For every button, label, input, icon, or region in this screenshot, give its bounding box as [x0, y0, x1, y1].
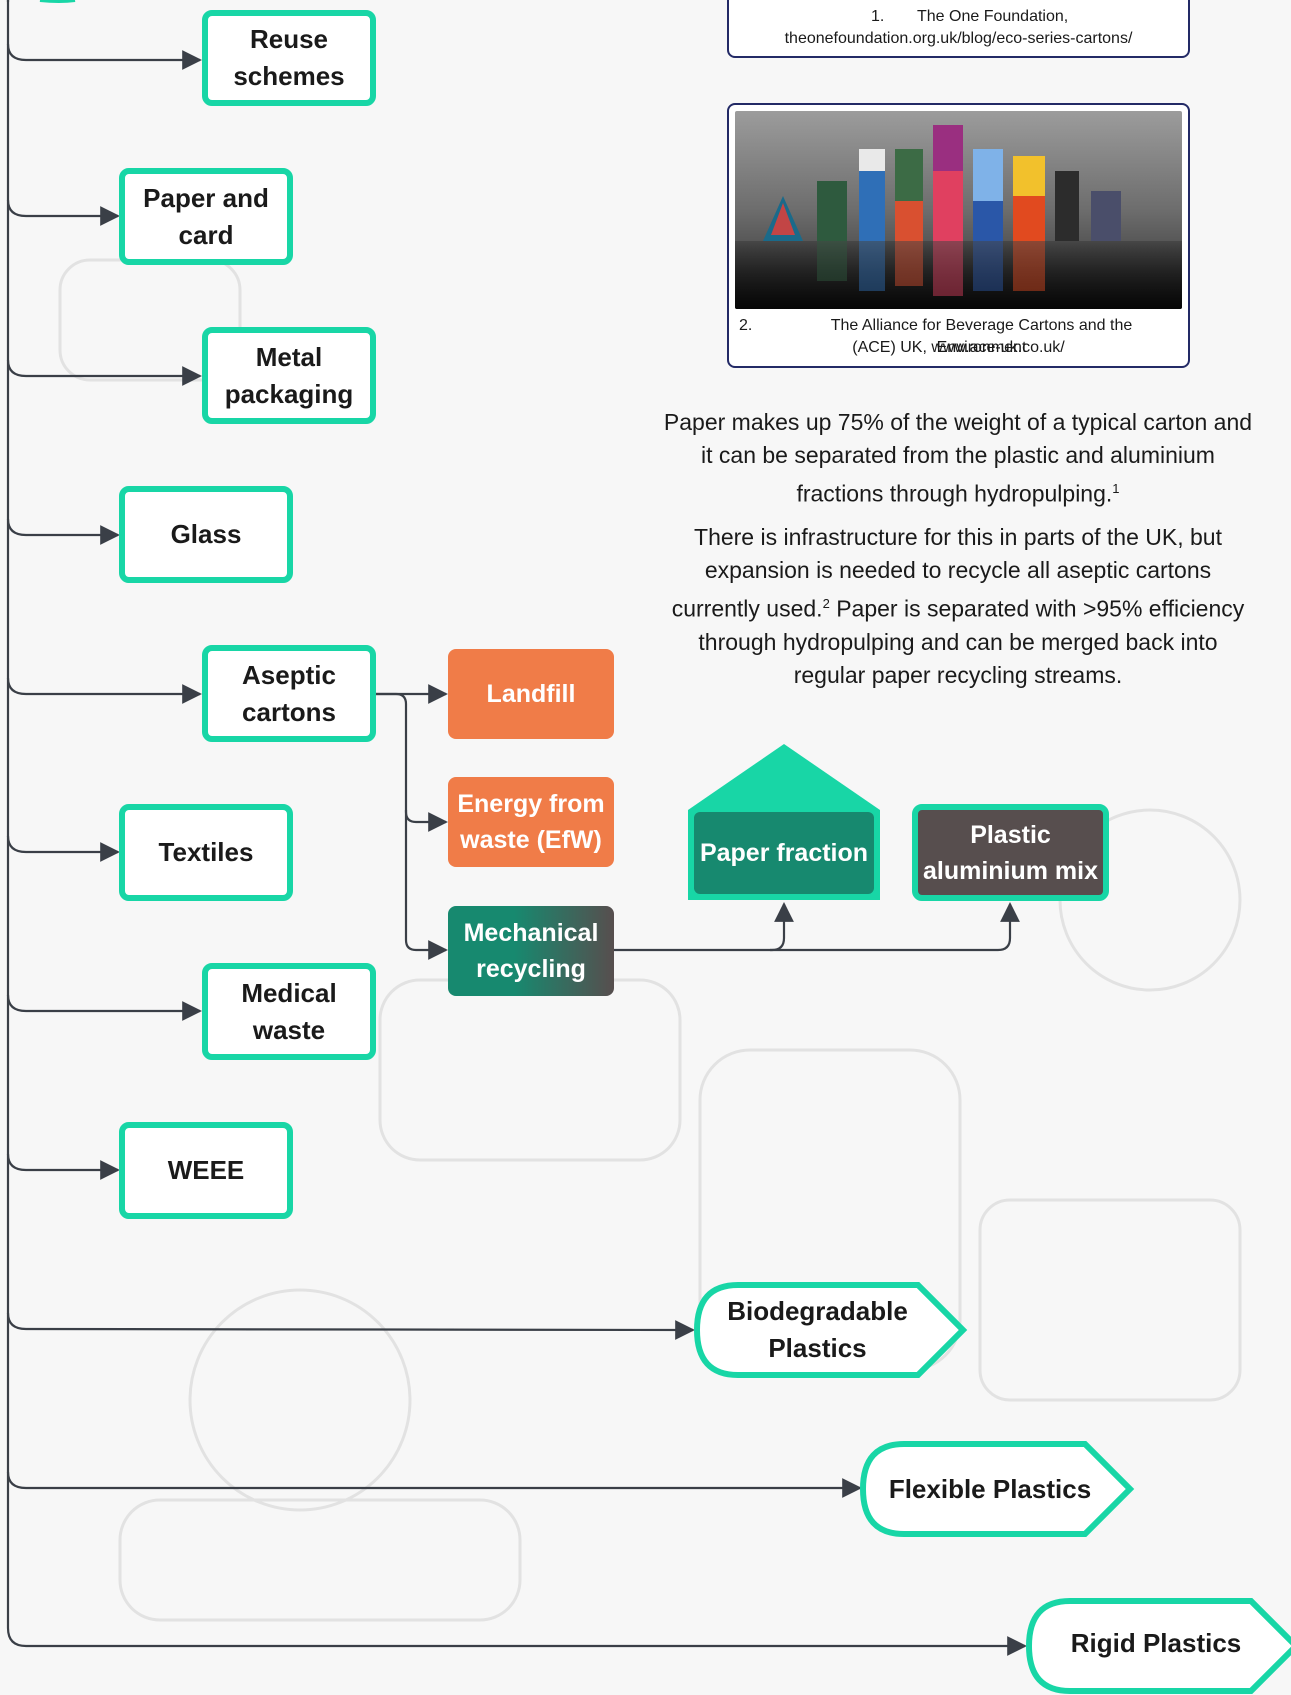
plastic-label-1: Plastic [970, 820, 1051, 849]
medical-label-2: waste [252, 1014, 326, 1045]
flexible-plastics-label: Flexible Plastics [888, 1473, 1092, 1504]
reference-1-number: 1. [871, 8, 885, 25]
para1-line3: fractions through hydropulping. [796, 480, 1113, 507]
aseptic-to-efw [374, 692, 448, 832]
aseptic-label-1: Aseptic [242, 659, 336, 690]
para2-line3a: currently used. [671, 595, 823, 622]
node-metal-packaging[interactable]: Metal packaging [202, 327, 376, 424]
para1-line1: Paper makes up 75% of the weight of a ty… [663, 409, 1253, 435]
medical-label-1: Medical [241, 977, 337, 1008]
node-paper-and-card[interactable]: Paper and card [119, 168, 293, 265]
node-aseptic-cartons[interactable]: Aseptic cartons [202, 645, 376, 742]
para2-line4: through hydropulping and can be merged b… [698, 628, 1218, 655]
paper-label-2: card [178, 219, 234, 250]
mechanical-to-paper-fraction [614, 902, 794, 952]
paper-fraction-label: Paper fraction [699, 839, 869, 867]
reference-card-2: 2. The Alliance for Beverage Cartons and… [727, 103, 1190, 368]
rigid-plastics-label: Rigid Plastics [1070, 1627, 1242, 1658]
branch-medical [6, 994, 202, 1021]
infrastructure-paragraph: There is infrastructure for this in part… [640, 521, 1276, 692]
para1-footnote-1: 1 [1112, 481, 1120, 496]
weee-label: WEEE [167, 1155, 245, 1185]
branch-biodegradable [6, 1312, 695, 1340]
landfill-label: Landfill [486, 680, 576, 708]
paper-label-1: Paper and [143, 182, 269, 213]
branch-glass [6, 518, 120, 545]
plastic-label-2: aluminium mix [922, 856, 1099, 885]
reference-2-url: (ACE) UK, www.ace-uk.co.uk/ [852, 339, 1065, 356]
energy-from-waste-box[interactable]: Energy from waste (EfW) [448, 777, 614, 867]
para2-line1: There is infrastructure for this in part… [694, 524, 1222, 550]
glass-label: Glass [170, 519, 242, 549]
metal-label-1: Metal [255, 341, 323, 372]
reference-2-number: 2. [739, 317, 753, 334]
aseptic-label-2: cartons [242, 696, 336, 727]
landfill-box[interactable]: Landfill [448, 649, 614, 739]
branch-textiles [6, 835, 120, 862]
para1-line2: it can be separated from the plastic and… [701, 442, 1215, 468]
node-reuse-schemes[interactable]: Reuse schemes [202, 10, 376, 106]
mechanical-recycling-box[interactable]: Mechanical recycling [448, 906, 614, 996]
node-weee[interactable]: WEEE [119, 1122, 293, 1219]
node-glass[interactable]: Glass [119, 486, 293, 583]
reference-card-1: 1. The One Foundation, theonefoundation.… [727, 0, 1190, 58]
carton-paper-paragraph: Paper makes up 75% of the weight of a ty… [640, 406, 1276, 511]
mechanical-to-plastic-mix [770, 902, 1020, 952]
reuse-label-2: schemes [233, 61, 345, 91]
efw-label-2: waste (EfW) [460, 826, 602, 854]
biodegradable-plastics-shape[interactable] [693, 1281, 968, 1379]
branch-reuse [6, 43, 202, 70]
node-medical-waste[interactable]: Medical waste [202, 963, 376, 1060]
aseptic-to-mechanical [404, 810, 448, 960]
para2-line3b: Paper is separated with >95% efficiency [829, 595, 1245, 622]
reference-1-title: The One Foundation, [917, 8, 1069, 25]
mechanical-label-2: recycling [476, 955, 586, 983]
para2-line2: expansion is needed to recycle all asept… [704, 557, 1212, 583]
para2-footnote-2: 2 [822, 596, 830, 611]
main-spine-line [6, 0, 1027, 1656]
branch-metal [6, 359, 202, 386]
textiles-label: Textiles [158, 837, 254, 867]
paper-fraction-shape [688, 744, 880, 900]
para2-line5: regular paper recycling streams. [793, 661, 1123, 688]
reuse-label-1: Reuse [249, 24, 329, 54]
branch-aseptic [6, 677, 202, 704]
reference-1-url: theonefoundation.org.uk/blog/eco-series-… [784, 30, 1133, 47]
metal-label-2: packaging [224, 378, 354, 409]
biodegradable-label-2: Plastics [768, 1333, 867, 1363]
biodegradable-label-1: Biodegradable [727, 1296, 908, 1326]
plastic-aluminium-mix-box[interactable]: Plastic aluminium mix [912, 804, 1109, 901]
branch-paper [6, 199, 120, 226]
flexible-plastics-shape[interactable] [859, 1440, 1135, 1538]
mechanical-label-1: Mechanical [463, 919, 599, 947]
beverage-cartons-photo [735, 111, 1182, 309]
efw-label-1: Energy from [457, 790, 605, 818]
branch-weee [6, 1153, 120, 1180]
reference-2-title: The Alliance for Beverage Cartons and th… [830, 317, 1133, 356]
node-textiles[interactable]: Textiles [119, 804, 293, 901]
branch-flexible [6, 1471, 862, 1498]
